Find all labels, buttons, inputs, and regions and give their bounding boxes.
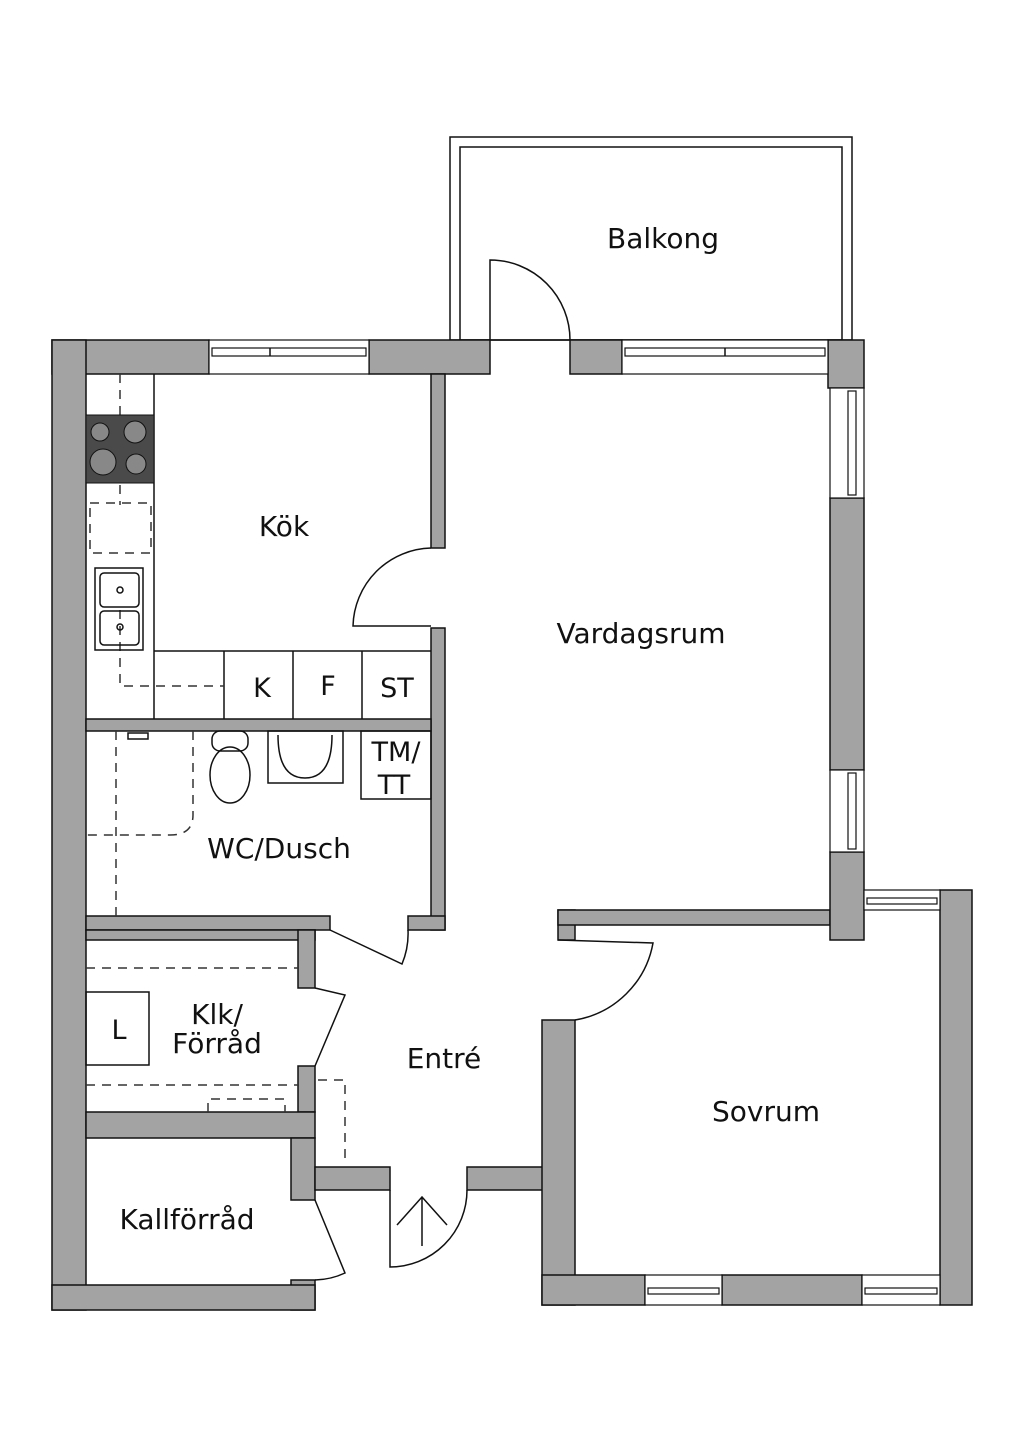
entrance-arrow-icon bbox=[396, 1195, 448, 1246]
room-label-entre: Entré bbox=[407, 1042, 482, 1075]
room-label-wc: WC/Dusch bbox=[207, 832, 351, 865]
fixture-label-tt: TT bbox=[377, 770, 411, 801]
shower-mixer-icon bbox=[127, 732, 149, 740]
storage-fixtures bbox=[85, 967, 346, 1160]
room-label-kallforrad: Kallförråd bbox=[119, 1203, 254, 1236]
bathroom-fixtures bbox=[86, 730, 432, 916]
fixture-label-st: ST bbox=[380, 673, 414, 704]
room-label-klk-2: Förråd bbox=[172, 1027, 262, 1060]
room-label-vardagsrum: Vardagsrum bbox=[557, 617, 726, 650]
kitchen-fixtures bbox=[85, 374, 431, 719]
sink-icon bbox=[94, 567, 144, 651]
walls bbox=[51, 339, 973, 1311]
toilet-icon bbox=[209, 746, 251, 804]
fixture-label-k: K bbox=[253, 673, 272, 704]
room-label-sovrum: Sovrum bbox=[712, 1095, 820, 1128]
windows bbox=[208, 339, 941, 1306]
doors bbox=[314, 259, 654, 1281]
washbasin-icon bbox=[267, 730, 344, 784]
room-label-balkong: Balkong bbox=[607, 222, 719, 255]
fixture-label-f: F bbox=[320, 671, 336, 702]
dishwasher-icon bbox=[89, 502, 152, 554]
washer-dryer-box bbox=[360, 730, 432, 800]
fixture-label-tm: TM/ bbox=[371, 737, 422, 768]
fixture-label-l: L bbox=[111, 1015, 126, 1046]
laundry-box bbox=[85, 991, 150, 1066]
room-label-kok: Kök bbox=[259, 510, 310, 543]
room-label-klk-1: Klk/ bbox=[191, 998, 243, 1031]
